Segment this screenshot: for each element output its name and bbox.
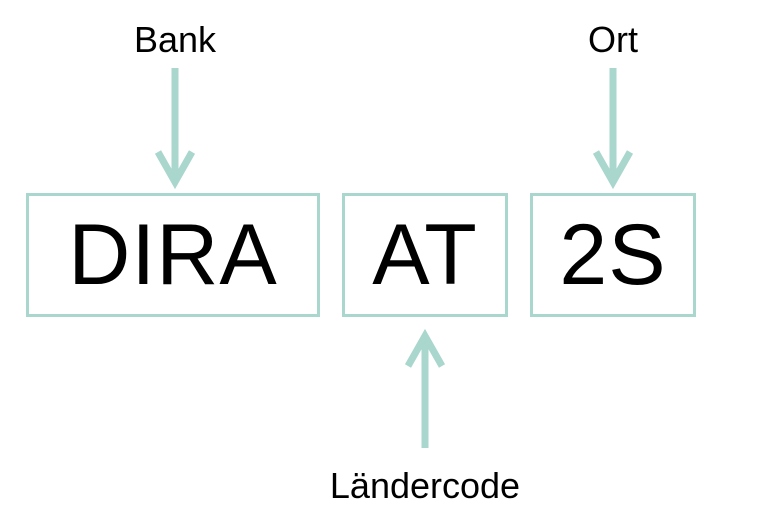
segment-code-ort: 2S [559,207,667,303]
segment-code-bank: DIRA [68,207,278,303]
label-bank: Bank [133,19,217,60]
segment-code-laendercode: AT [372,207,478,303]
arrow-laendercode [404,328,446,448]
label-laendercode: Ländercode [329,465,521,506]
segment-box-ort: 2S [530,193,696,317]
segment-box-laendercode: AT [342,193,508,317]
arrow-ort [592,68,634,190]
arrow-bank [154,68,196,190]
segment-box-bank: DIRA [26,193,320,317]
label-ort: Ort [588,19,638,60]
